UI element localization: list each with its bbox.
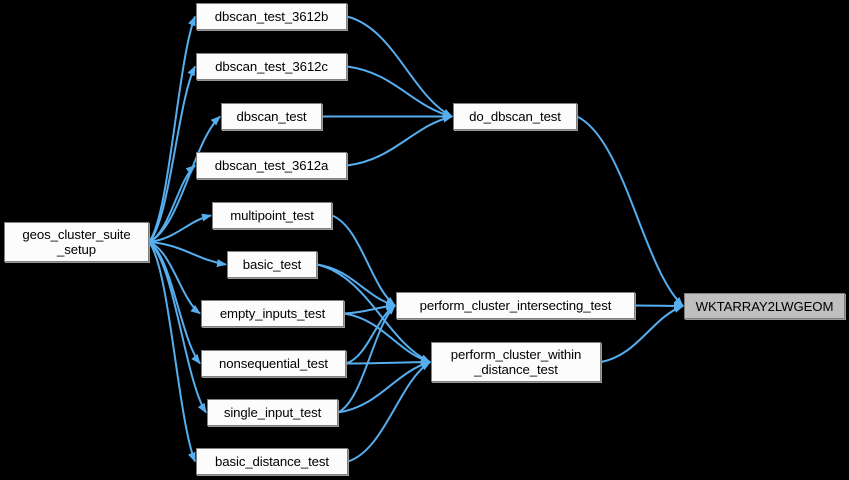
graph-node-nonseq[interactable]: nonsequential_test: [201, 350, 346, 377]
edge-root-to-d3612b: [148, 15, 196, 243]
edge-d3612c-to-dodbscan: [346, 65, 453, 119]
graph-node-basic[interactable]: basic_test: [227, 251, 317, 278]
edge-root-to-d3612a: [148, 164, 196, 243]
edge-pcwithin-to-wkt: [600, 305, 684, 363]
graph-node-d3612b[interactable]: dbscan_test_3612b: [196, 3, 347, 30]
graph-node-dodbscan[interactable]: do_dbscan_test: [453, 103, 577, 130]
edge-root-to-empty: [148, 241, 201, 315]
graph-node-d3612a[interactable]: dbscan_test_3612a: [196, 152, 347, 179]
graph-node-dbscan[interactable]: dbscan_test: [221, 103, 322, 130]
edge-dodbscan-to-wkt: [576, 115, 684, 307]
edge-root-to-single: [148, 241, 207, 414]
edge-root-to-basic: [148, 241, 227, 268]
graph-node-wkt[interactable]: WKTARRAY2LWGEOM: [684, 293, 845, 319]
edge-pcintersect-to-wkt: [634, 301, 684, 310]
edge-basic-to-pcwithin: [316, 263, 431, 363]
graph-node-pcintersect[interactable]: perform_cluster_intersecting_test: [396, 292, 635, 319]
edge-single-to-pcintersect: [337, 304, 396, 414]
edge-d3612a-to-dodbscan: [346, 114, 453, 167]
edge-root-to-d3612c: [148, 65, 196, 243]
edge-single-to-pcwithin: [337, 360, 431, 414]
graph-node-pcwithin[interactable]: perform_cluster_within _distance_test: [431, 342, 601, 382]
graph-node-d3612c[interactable]: dbscan_test_3612c: [196, 53, 347, 80]
graph-node-multipoint[interactable]: multipoint_test: [212, 202, 332, 229]
edge-d3612b-to-dodbscan: [346, 15, 453, 118]
graph-node-single[interactable]: single_input_test: [207, 399, 338, 426]
edge-basicdist-to-pcwithin: [347, 361, 431, 463]
graph-node-root[interactable]: geos_cluster_suite _setup: [4, 222, 149, 262]
edge-root-to-multipoint: [148, 213, 212, 243]
edge-multipoint-to-pcintersect: [331, 214, 396, 307]
edge-empty-to-pcwithin: [343, 312, 431, 364]
graph-node-basicdist[interactable]: basic_distance_test: [196, 448, 348, 475]
edge-root-to-basicdist: [148, 241, 196, 463]
edge-paths: [148, 15, 684, 463]
graph-node-empty[interactable]: empty_inputs_test: [201, 300, 344, 327]
edge-nonseq-to-pcwithin: [345, 358, 431, 367]
